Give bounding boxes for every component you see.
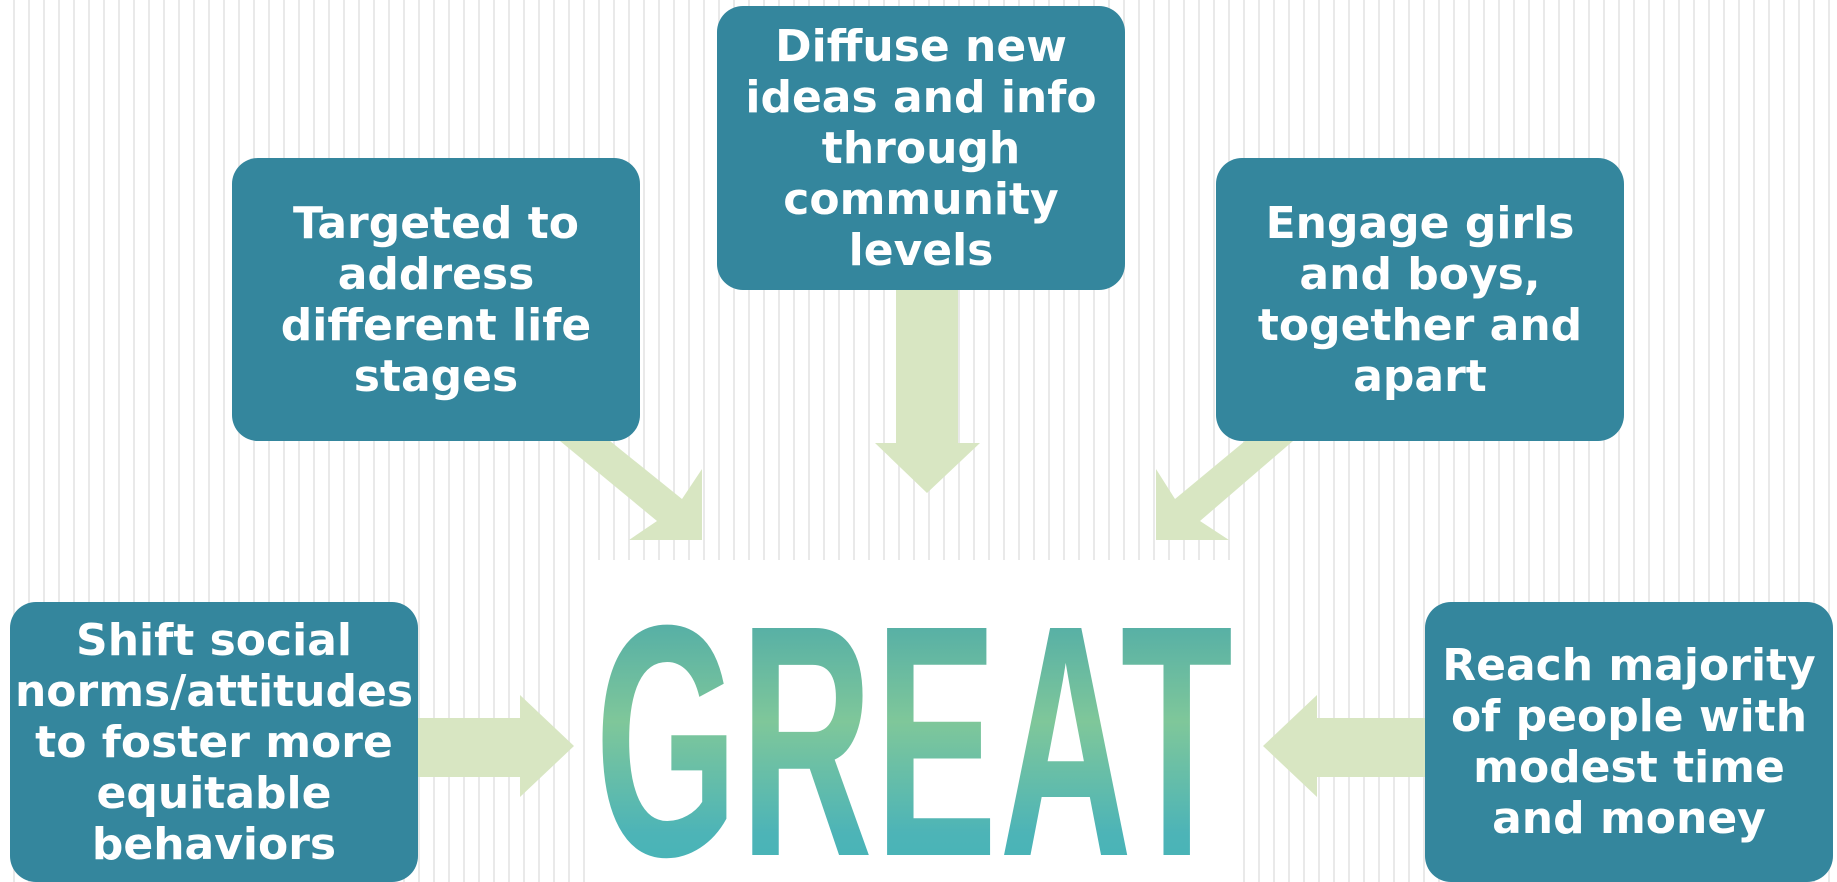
- box-reach-majority: Reach majority of people with modest tim…: [1425, 602, 1833, 882]
- arrow-shift-to-logo: [418, 695, 574, 797]
- box-engage-text: Engage girls and boys, together and apar…: [1257, 197, 1583, 402]
- box-engage-girls-boys: Engage girls and boys, together and apar…: [1216, 158, 1624, 441]
- arrow-engage-to-logo: [1156, 441, 1293, 540]
- arrow-diffuse-to-logo: [875, 290, 980, 493]
- box-diffuse-ideas: Diffuse new ideas and info through commu…: [717, 6, 1125, 290]
- box-shift-text: Shift social norms/attitudes to foster m…: [14, 614, 414, 870]
- box-reach-text: Reach majority of people with modest tim…: [1442, 640, 1816, 844]
- logo-text: GREAT: [595, 560, 1235, 882]
- arrow-reach-to-logo: [1263, 695, 1425, 797]
- arrow-targeted-to-logo: [560, 441, 702, 540]
- logo-panel: GREAT: [590, 560, 1240, 882]
- great-logo: GREAT: [595, 560, 1235, 882]
- box-targeted-life-stages: Targeted to address different life stage…: [232, 158, 640, 441]
- box-diffuse-text: Diffuse new ideas and info through commu…: [745, 20, 1097, 276]
- box-shift-social-norms: Shift social norms/attitudes to foster m…: [10, 602, 418, 882]
- box-targeted-text: Targeted to address different life stage…: [280, 197, 592, 402]
